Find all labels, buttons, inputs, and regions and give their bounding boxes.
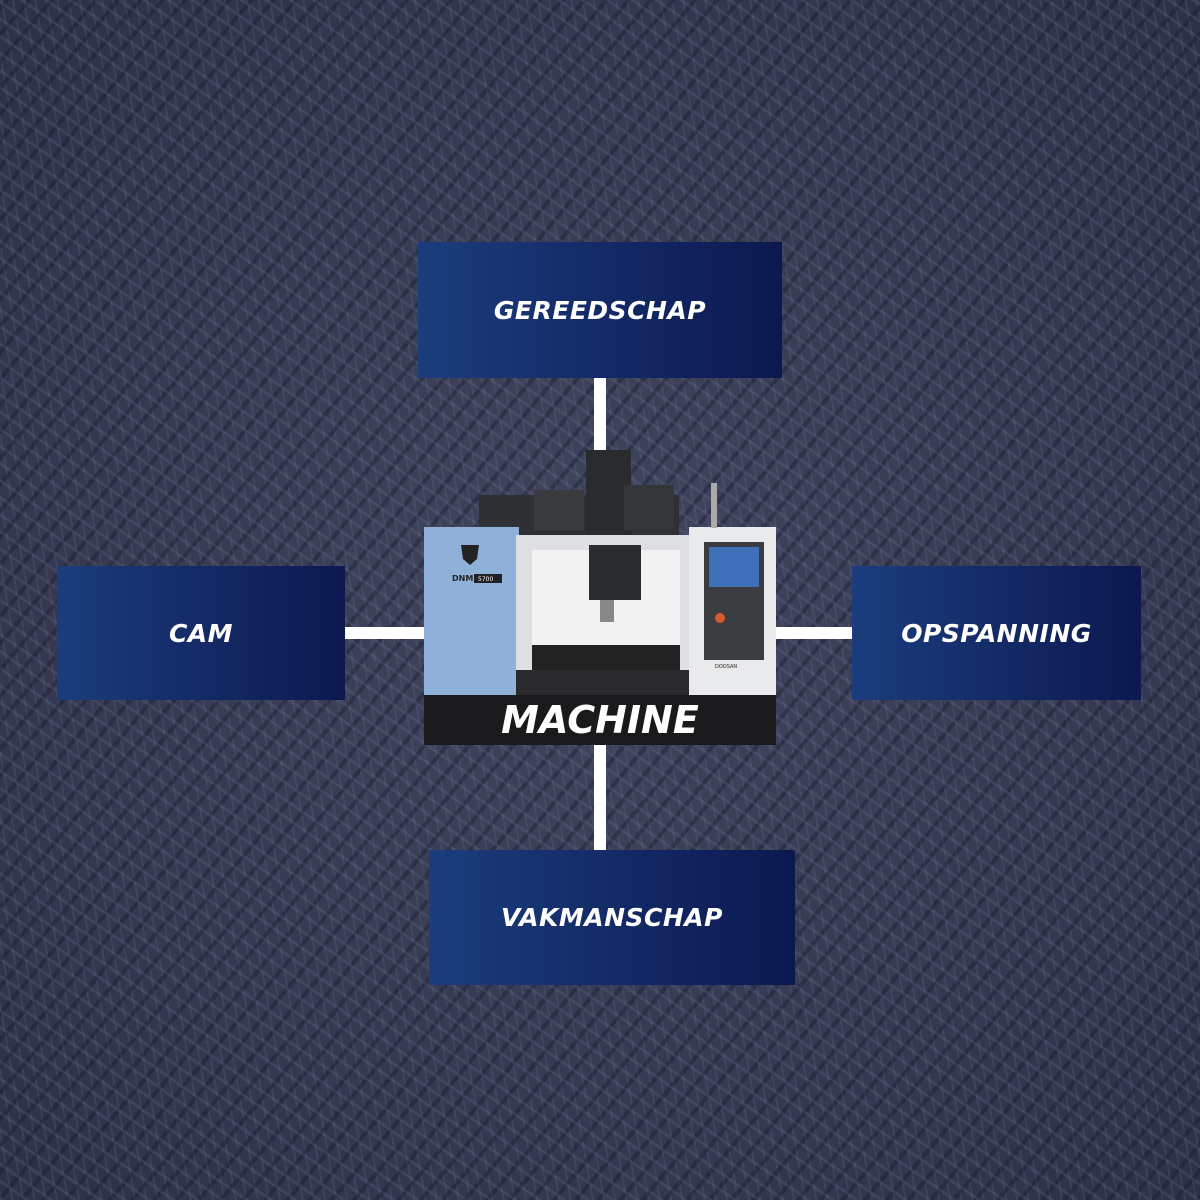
machine-image: DNM 5700 DOOSAN MACHINE (424, 450, 776, 745)
node-gereedschap: GEREEDSCHAP (418, 242, 782, 378)
svg-text:DNM: DNM (452, 574, 473, 583)
node-label: OPSPANNING (901, 618, 1092, 648)
connector-bottom (594, 745, 606, 850)
node-cam: CAM (57, 566, 345, 700)
node-opspanning: OPSPANNING (852, 566, 1141, 700)
node-vakmanschap: VAKMANSCHAP (429, 850, 795, 985)
node-label: VAKMANSCHAP (501, 903, 723, 932)
center-label: MACHINE (424, 695, 776, 745)
node-label: GEREEDSCHAP (493, 295, 707, 325)
svg-text:5700: 5700 (478, 576, 493, 583)
connector-top (594, 378, 606, 453)
svg-text:DOOSAN: DOOSAN (715, 664, 737, 670)
connector-left (345, 627, 425, 639)
node-label: CAM (168, 618, 234, 648)
cnc-machine-illustration: DNM 5700 DOOSAN (424, 450, 776, 700)
connector-right (775, 627, 852, 639)
